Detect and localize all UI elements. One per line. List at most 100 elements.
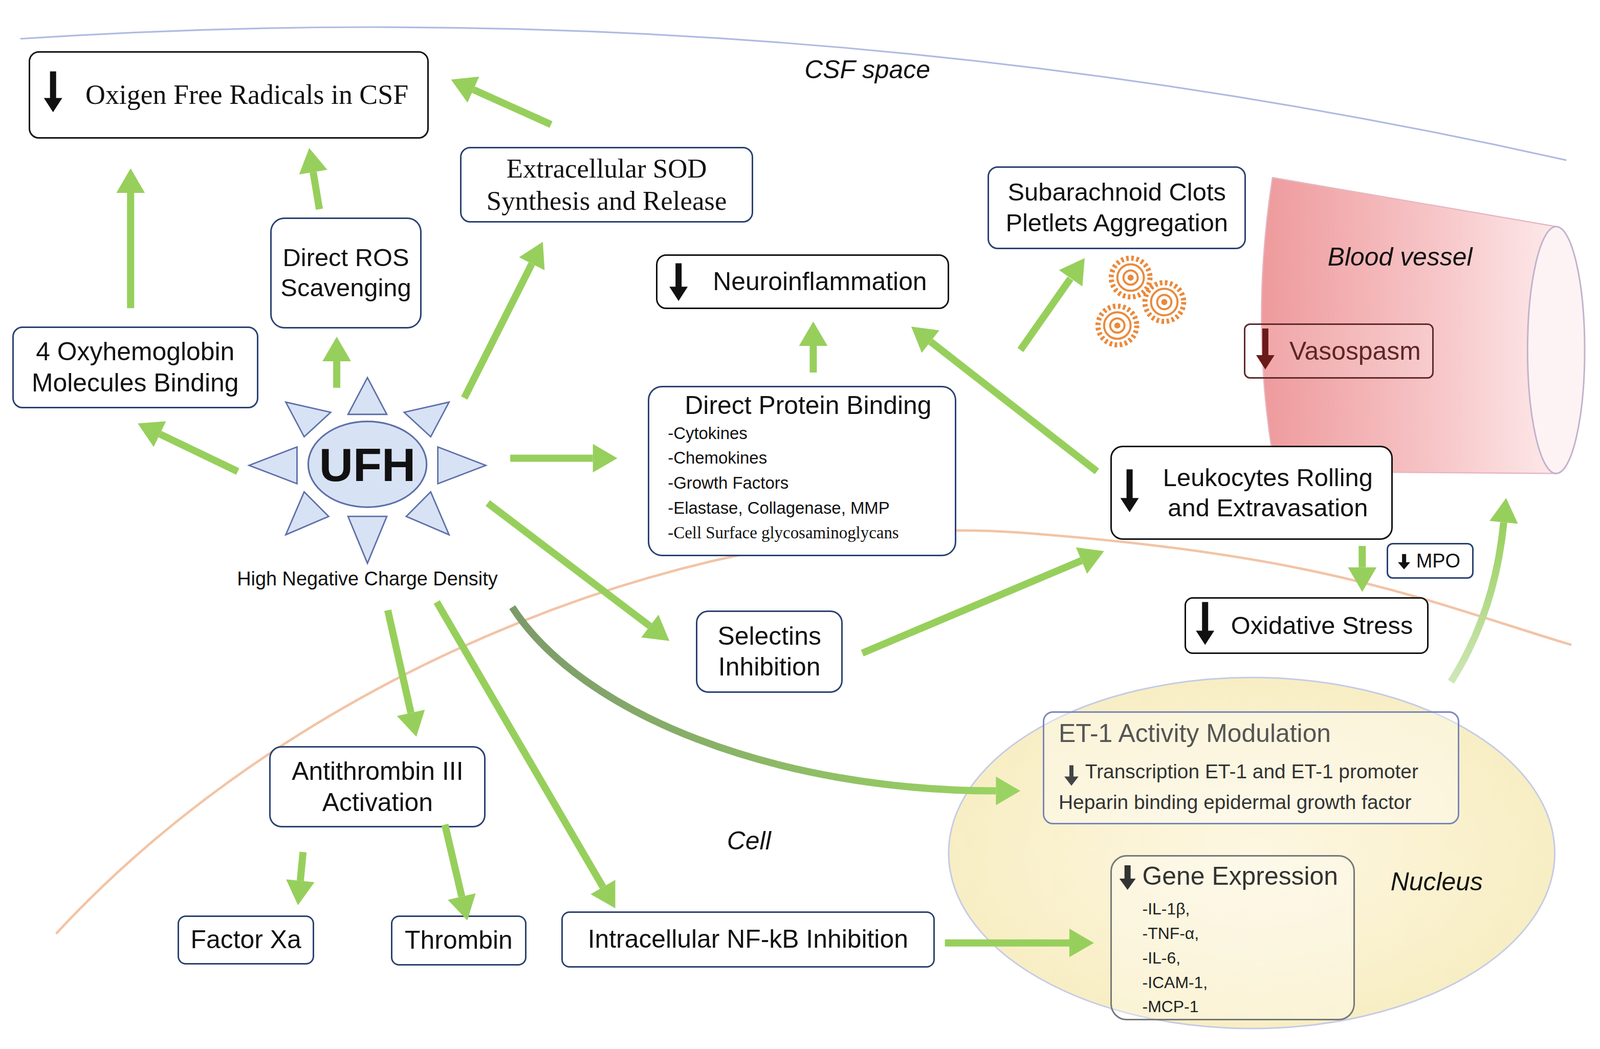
pointer-arrow-head — [1059, 258, 1085, 287]
platelet-ring — [1117, 264, 1145, 291]
process-box: Intracellular NF-kB Inhibition — [561, 911, 935, 968]
platelet-ring — [1104, 312, 1131, 339]
arrow-head — [590, 879, 616, 908]
arrow-head — [1347, 567, 1377, 593]
arrow-head — [641, 614, 670, 641]
arrow-shaft — [300, 851, 303, 881]
platelet-core — [1161, 299, 1167, 305]
process-box: Selectins Inhibition — [695, 610, 843, 694]
node-body-text: -IL-1β, — [1142, 896, 1191, 922]
process-box: Gene Expression-IL-1β,-TNF-α,-IL-6,-ICAM… — [1110, 855, 1356, 1021]
arrow-shaft — [444, 824, 462, 897]
node-body-text: -Cell Surface glycosaminoglycans — [667, 520, 899, 546]
flow-arrow — [487, 502, 670, 641]
arrow-head — [137, 421, 166, 447]
node-body-text: -IL-6, — [1142, 946, 1181, 971]
node-label: Oxigen Free Radicals in CSF — [85, 78, 409, 113]
arrow-head — [322, 336, 352, 362]
csf-boundary — [20, 27, 1567, 161]
result-box: Oxidative Stress — [1184, 597, 1429, 655]
process-box: 4 Oxyhemoglobin Molecules Binding — [12, 326, 259, 409]
node-label: Selectins Inhibition — [703, 620, 836, 684]
blood-vessel: Blood vesselVasospasm — [1246, 175, 1587, 475]
nucleus-ellipse — [948, 677, 1555, 1029]
arrow-shaft — [1358, 545, 1366, 568]
node-label: Direct Protein Binding — [684, 390, 932, 422]
node-body-text: -MCP-1 — [1142, 994, 1199, 1020]
process-box: Antithrombin III Activation — [269, 746, 486, 828]
arrow-shaft — [945, 939, 1070, 947]
process-box: Direct Protein Binding-Cytokines-Chemoki… — [647, 385, 956, 557]
node-label: Nucleus — [1375, 859, 1498, 905]
platelet-ring — [1110, 318, 1125, 333]
node-body-text: -Growth Factors — [667, 470, 789, 496]
arrow-head — [593, 444, 618, 473]
arrow-head — [116, 168, 145, 193]
flow-arrow — [387, 610, 426, 737]
result-box: Oxigen Free Radicals in CSF — [28, 51, 429, 140]
node-label: Extracellular SOD Synthesis and Release — [467, 152, 745, 218]
node-body-text: High Negative Charge Density — [183, 563, 552, 595]
arrow-head — [1076, 547, 1105, 574]
node-label: Vasospasm — [1289, 335, 1421, 367]
node-label: ET-1 Activity Modulation — [1058, 716, 1331, 751]
charge-rays — [249, 377, 487, 564]
platelet — [1111, 258, 1151, 298]
arrow-shaft — [862, 560, 1082, 654]
flow-arrow — [510, 444, 618, 473]
node-body-text: -TNF-α, — [1142, 921, 1200, 947]
node-body-text: -Elastase, Collagenase, MMP — [667, 495, 890, 521]
flow-arrow — [1347, 545, 1377, 593]
node-label: Neuroinflammation — [712, 266, 927, 298]
pointer-arrow-shaft — [1020, 278, 1071, 350]
arrow-shaft — [126, 192, 135, 309]
process-box: Factor Xa — [177, 915, 315, 965]
arrow-shaft — [313, 171, 320, 209]
node-label: Direct ROS Scavenging — [277, 242, 414, 304]
node-body-text: Transcription ET-1 and ET-1 promoter — [1058, 756, 1419, 787]
arrow-head — [518, 242, 545, 271]
result-box: Leukocytes Rolling and Extravasation — [1110, 445, 1393, 540]
flow-arrow — [116, 168, 145, 309]
flow-arrow — [799, 321, 828, 373]
node-label: Antithrombin III Activation — [276, 755, 478, 819]
node-body-text: -Chemokines — [667, 445, 767, 471]
flow-arrow — [450, 76, 551, 125]
flow-arrow — [512, 607, 1021, 806]
arrow-shaft — [159, 433, 238, 472]
node-body-text: -Cytokines — [667, 421, 748, 447]
arrow-head — [1489, 497, 1519, 524]
arrow-head — [397, 709, 425, 737]
flow-arrow — [862, 547, 1105, 654]
flow-arrow — [322, 336, 352, 388]
vessel-lumen — [1527, 226, 1585, 474]
node-label: 4 Oxyhemoglobin Molecules Binding — [19, 336, 251, 399]
arrow-head — [799, 321, 828, 346]
marker-box: MPO — [1386, 542, 1474, 579]
platelet-cluster — [1098, 258, 1185, 346]
arrow-head — [299, 147, 328, 175]
region-label: Cell — [720, 822, 778, 860]
arrow-shaft — [473, 89, 552, 125]
node-label: Blood vessel — [1287, 234, 1513, 280]
node-label: Factor Xa — [190, 924, 302, 956]
platelet-ring — [1123, 270, 1138, 285]
arrow-shaft — [436, 602, 604, 888]
flow-arrow — [1451, 497, 1519, 682]
process-box: ET-1 Activity ModulationTranscription ET… — [1042, 711, 1460, 825]
platelet — [1145, 282, 1185, 322]
node-label: UFH — [308, 439, 427, 493]
process-box: Subarachnoid Clots Pletlets Aggregation — [987, 166, 1246, 250]
flow-arrow — [299, 147, 328, 210]
node-body-text: Heparin binding epidermal growth factor — [1058, 786, 1412, 818]
process-box: Thrombin — [390, 915, 527, 966]
flow-arrow — [286, 851, 315, 906]
effect-box: Vasospasm — [1243, 323, 1434, 379]
node-body-text: -ICAM-1, — [1142, 970, 1209, 996]
arrow-shaft — [512, 607, 996, 792]
platelet — [1098, 305, 1137, 345]
arrow-shaft — [809, 345, 817, 373]
